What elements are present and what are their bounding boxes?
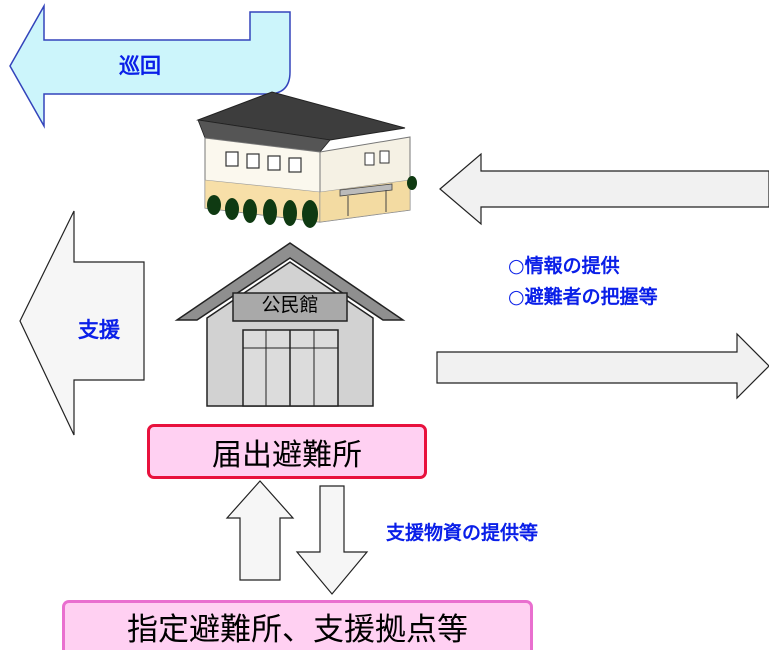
patrol-arrow bbox=[9, 3, 291, 129]
community-hall-icon bbox=[174, 242, 406, 407]
info-provision-label: ○情報の提供 bbox=[508, 255, 620, 277]
up-arrow bbox=[225, 480, 295, 581]
community-hall-sign: 公民館 bbox=[261, 294, 319, 316]
incoming-arrow bbox=[439, 152, 769, 226]
support-label: 支援 bbox=[78, 318, 120, 342]
evacuee-tracking-label: ○避難者の把握等 bbox=[508, 286, 658, 308]
down-arrow bbox=[295, 485, 369, 595]
supply-support-label: 支援物資の提供等 bbox=[386, 522, 539, 544]
outgoing-arrow bbox=[436, 332, 769, 400]
designated-shelter-box: 指定避難所、支援拠点等 bbox=[62, 600, 533, 650]
reported-shelter-box: 届出避難所 bbox=[147, 424, 427, 479]
designated-shelter-label: 指定避難所、支援拠点等 bbox=[127, 612, 468, 648]
patrol-label: 巡回 bbox=[119, 54, 161, 78]
support-arrow bbox=[19, 210, 145, 436]
reported-shelter-label: 届出避難所 bbox=[212, 437, 362, 473]
facility-building-icon bbox=[196, 91, 417, 228]
